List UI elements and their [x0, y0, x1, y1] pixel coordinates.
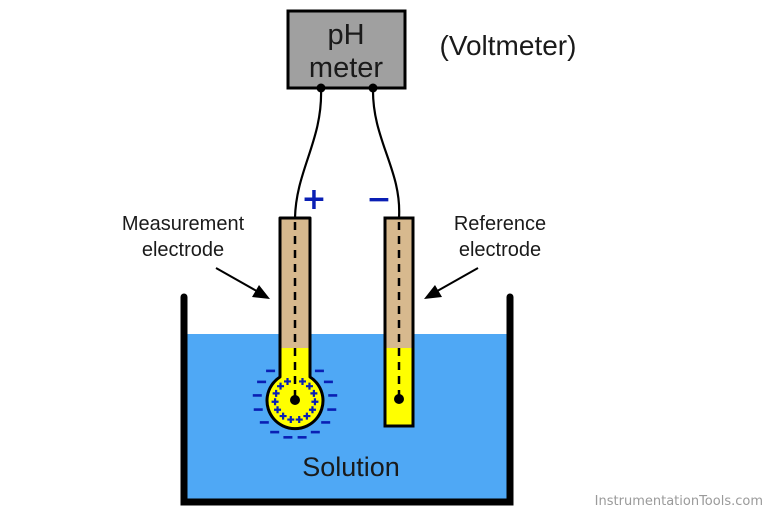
positive-charge — [271, 398, 279, 406]
reference-electrode-label-line2: electrode — [459, 239, 541, 261]
positive-charge — [277, 382, 285, 390]
negative-sign: − — [366, 182, 391, 217]
solution-label: Solution — [302, 452, 400, 482]
ph-meter-box — [286, 9, 407, 90]
solution-liquid — [186, 334, 508, 499]
reference-electrode-electrolyte — [385, 348, 413, 426]
positive-charge — [287, 416, 295, 424]
measurement-electrode-label-line1: Measurement — [122, 213, 245, 235]
measurement-electrode — [252, 216, 338, 439]
negative-wire — [371, 87, 401, 219]
positive-charge — [272, 389, 280, 397]
positive-charge — [284, 377, 292, 385]
positive-charge — [305, 382, 313, 390]
positive-sign: + — [301, 182, 326, 217]
reference-arrow — [424, 267, 479, 299]
positive-wire — [293, 87, 323, 219]
reference-electrode-label-line1: Reference — [454, 213, 546, 235]
positive-charge — [303, 412, 311, 420]
positive-charge — [308, 406, 316, 414]
watermark: InstrumentationTools.com — [595, 494, 763, 509]
positive-charge — [279, 412, 287, 420]
reference-electrode-tip — [394, 394, 404, 404]
ph-meter: pH meter — [286, 9, 407, 93]
positive-charge — [310, 389, 318, 397]
measurement-electrode-label-line2: electrode — [142, 239, 224, 261]
positive-charge — [311, 398, 319, 406]
voltmeter-annotation: (Voltmeter) — [440, 30, 577, 61]
reference-electrode — [383, 216, 415, 428]
bulb-charges — [252, 369, 338, 439]
measurement-arrow — [215, 267, 270, 299]
ph-meter-label-line1: pH — [327, 19, 364, 51]
measurement-electrode-tip — [290, 395, 300, 405]
positive-charge — [298, 377, 306, 385]
positive-charge — [295, 416, 303, 424]
beaker — [180, 293, 514, 506]
positive-charge — [274, 406, 282, 414]
ph-meter-label-line2: meter — [309, 52, 383, 84]
